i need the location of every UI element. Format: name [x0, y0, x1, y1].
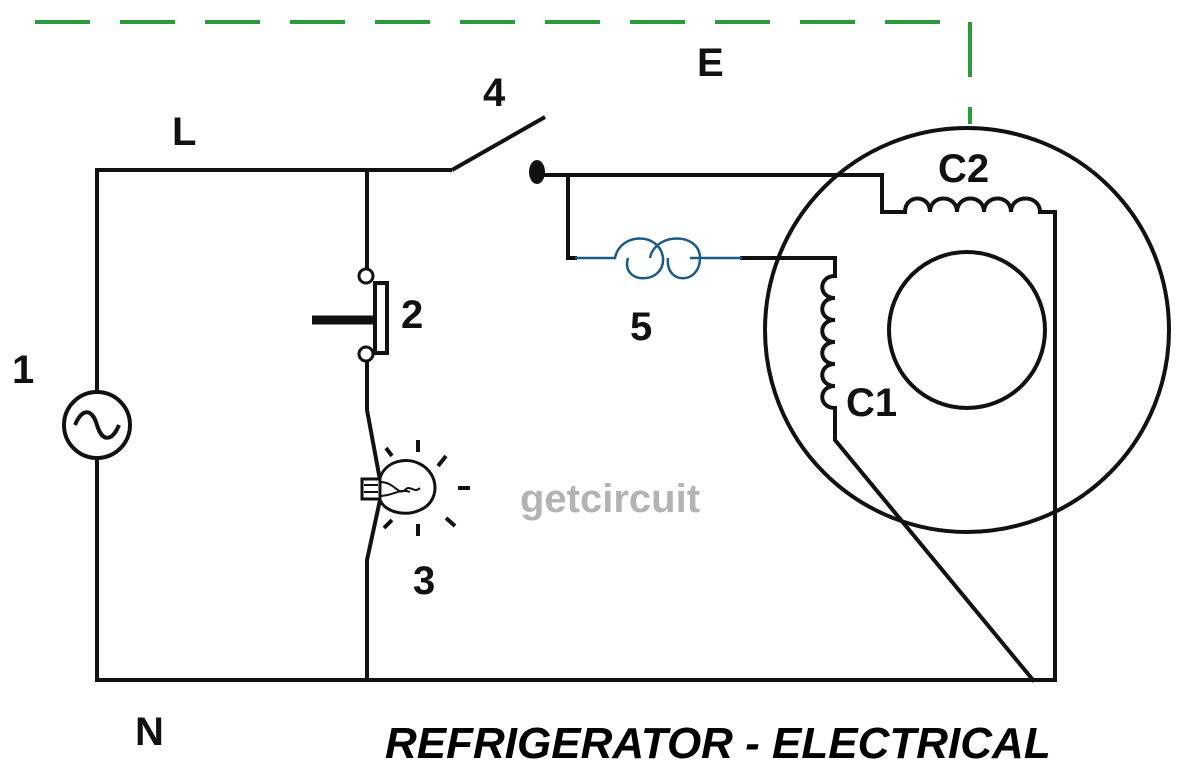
light-bulb-icon [360, 440, 470, 536]
watermark: getcircuit [520, 477, 700, 521]
line-label: L [172, 110, 196, 154]
door-switch-label: 2 [401, 293, 423, 337]
overload-protector-icon [575, 237, 742, 280]
push-switch-icon [312, 267, 389, 363]
thermostat-label: 4 [483, 71, 506, 115]
earth-wire [35, 20, 972, 124]
winding-c1-label: C1 [846, 381, 897, 425]
winding-c2-label: C2 [938, 147, 989, 191]
ac-source-icon [62, 390, 132, 460]
diagram-title: REFRIGERATOR - ELECTRICAL [385, 719, 1051, 762]
compressor-motor-icon [763, 126, 1171, 534]
switch-icon [451, 115, 546, 184]
neutral-label: N [135, 710, 164, 754]
source-label: 1 [12, 348, 34, 392]
earth-label: E [697, 41, 724, 85]
main-wiring [95, 168, 1057, 683]
lamp-label: 3 [413, 559, 435, 603]
overload-label: 5 [630, 305, 652, 349]
